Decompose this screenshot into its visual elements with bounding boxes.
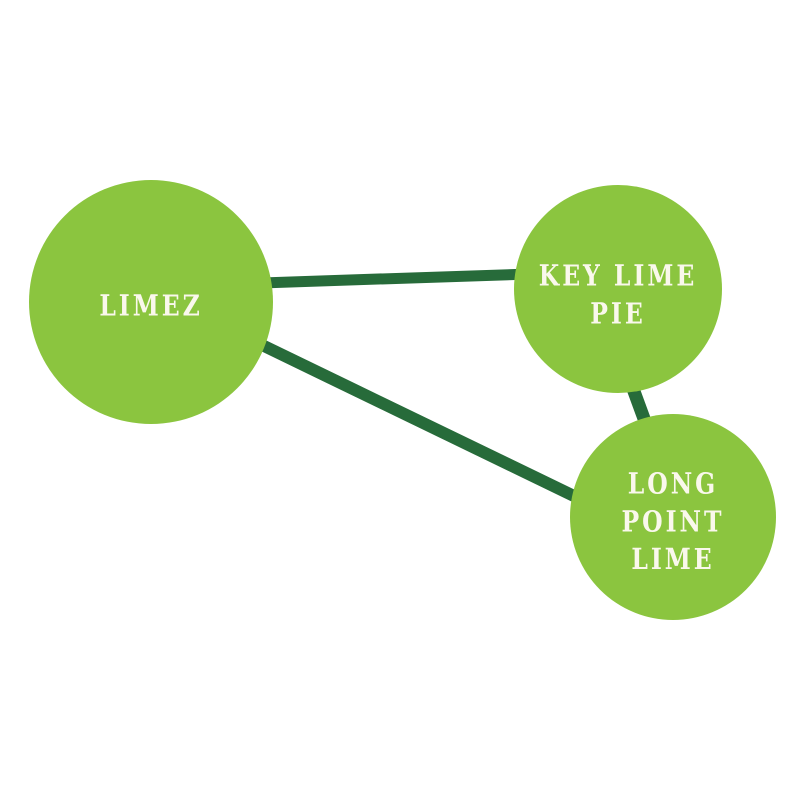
node-limez[interactable]: [29, 180, 273, 424]
node-key-lime-pie[interactable]: [514, 185, 722, 393]
node-long-point-lime[interactable]: [570, 414, 776, 620]
edge-limez-long-point-lime: [197, 309, 643, 534]
